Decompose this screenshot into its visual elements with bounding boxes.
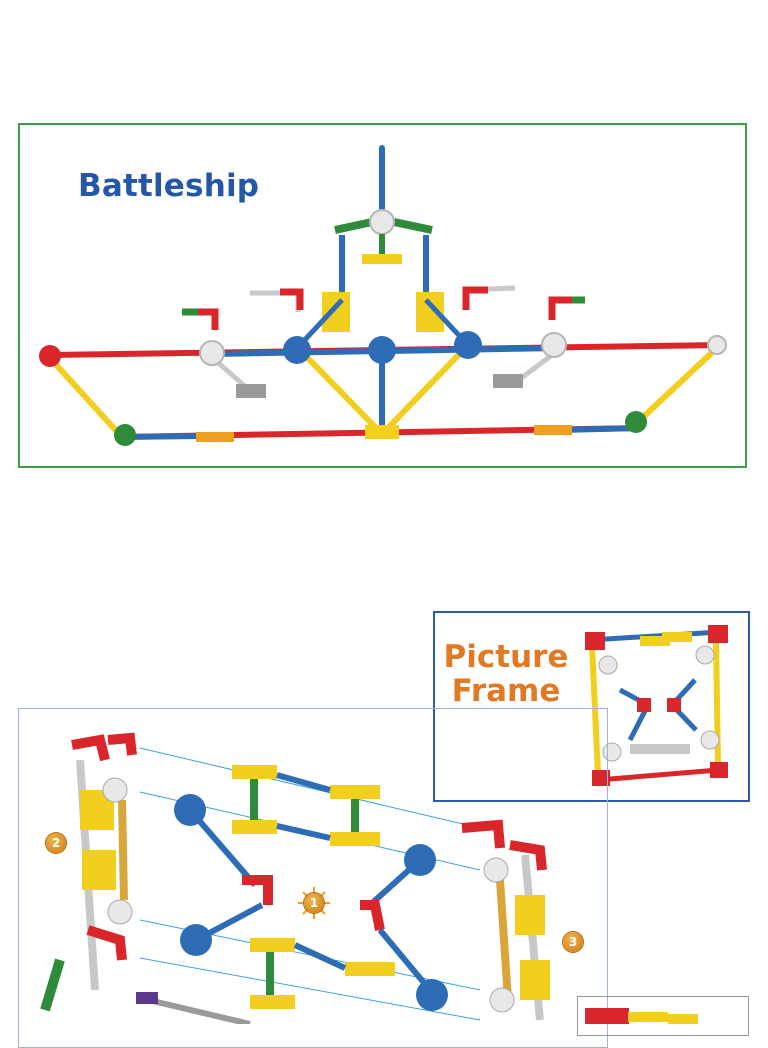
- battleship-panel: [18, 123, 747, 468]
- picture-frame-model-illustration: [585, 625, 728, 786]
- picture-frame-instructions-illustration: [40, 732, 550, 1024]
- step-2-badge: 2: [46, 833, 66, 853]
- battleship-model-illustration: [39, 145, 727, 446]
- picture-frame-title: Picture Frame: [442, 640, 570, 708]
- battleship-title: Battleship: [78, 168, 260, 204]
- step-1-badge: 1: [304, 893, 324, 913]
- picture-frame-title-line2: Frame: [451, 673, 561, 709]
- picture-frame-title-line1: Picture: [443, 639, 569, 675]
- step-3-badge: 3: [563, 932, 583, 952]
- next-model-preview-illustration: [585, 1008, 698, 1024]
